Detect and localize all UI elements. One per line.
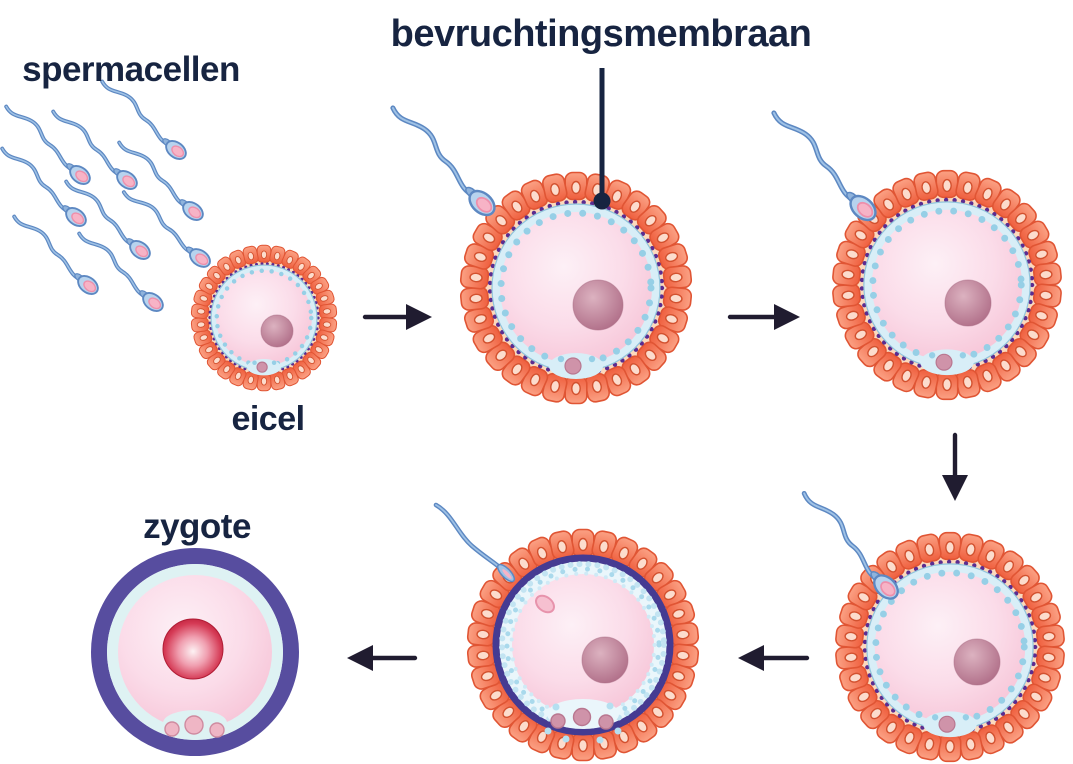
membrane-pointer bbox=[593, 68, 611, 210]
label-egg-cell: eicel bbox=[231, 400, 305, 438]
label-sperm-cells: spermacellen bbox=[22, 50, 240, 89]
arrow-down-icon bbox=[942, 432, 968, 501]
sperm-cell bbox=[0, 146, 87, 227]
zygote-cell bbox=[91, 548, 299, 756]
sperm-cell bbox=[51, 109, 138, 190]
sperm-cell bbox=[64, 179, 151, 260]
arrow-left-icon bbox=[347, 645, 418, 671]
arrow-right-icon bbox=[362, 304, 432, 330]
label-zygote: zygote bbox=[143, 507, 251, 546]
egg-cell-eicel bbox=[190, 244, 338, 392]
sperm-cell bbox=[801, 490, 899, 600]
label-fertilization-membrane: bevruchtingsmembraan bbox=[390, 13, 812, 55]
sperm-cell bbox=[4, 104, 91, 185]
sperm-cells-layer bbox=[0, 79, 899, 600]
egg-cell-bottom-right bbox=[835, 531, 1065, 763]
sperm-cell bbox=[121, 190, 211, 268]
sperm-cell bbox=[100, 79, 187, 160]
arrow-right-icon bbox=[727, 304, 800, 330]
egg-cell-top-right bbox=[832, 169, 1062, 401]
sperm-cell bbox=[771, 110, 877, 222]
sperm-cell bbox=[12, 214, 99, 295]
pointer-dot bbox=[593, 192, 611, 210]
sperm-cell bbox=[77, 231, 164, 312]
arrow-left-icon bbox=[738, 645, 810, 671]
egg-cell-top-middle bbox=[459, 171, 693, 405]
sperm-cell bbox=[390, 105, 496, 217]
flow-arrows bbox=[347, 304, 968, 671]
egg-cell-bottom-middle bbox=[433, 502, 700, 762]
sperm-cell bbox=[117, 140, 204, 221]
egg-cells-layer bbox=[91, 169, 1065, 763]
